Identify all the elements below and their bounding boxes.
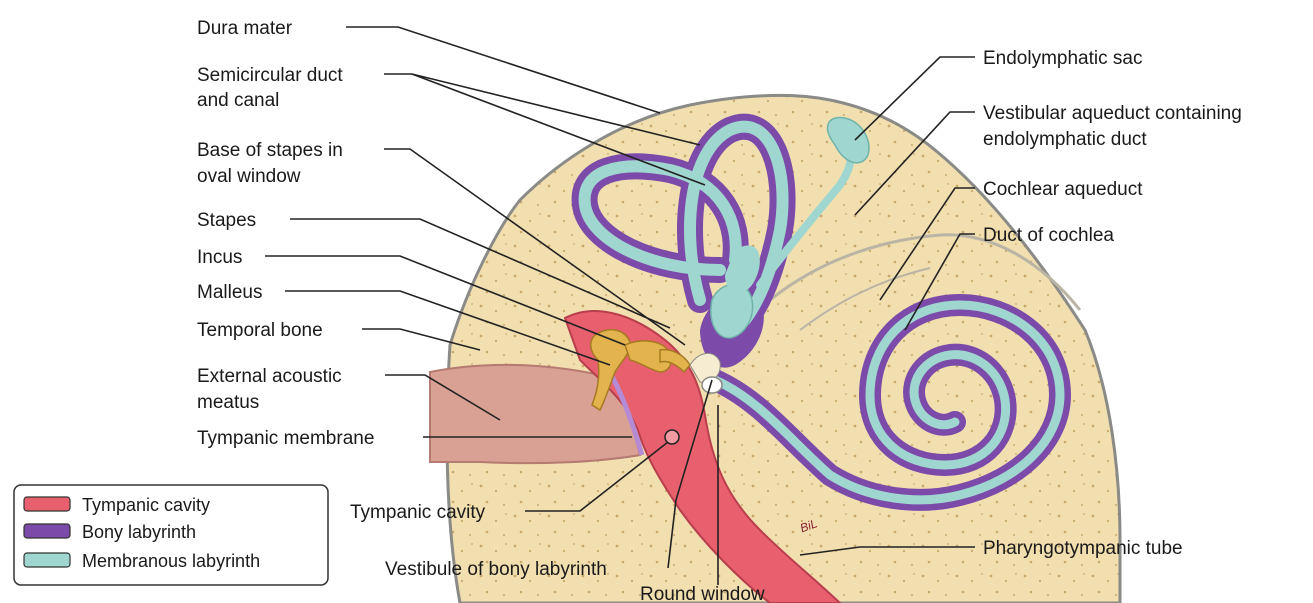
label-temporal-bone: Temporal bone: [197, 320, 323, 341]
label-endolymphatic-sac: Endolymphatic sac: [983, 48, 1142, 69]
label-round-window: Round window: [640, 584, 765, 603]
label-base-stapes-line1: Base of stapes in: [197, 140, 343, 161]
label-semicircular-line1: Semicircular duct: [197, 65, 343, 86]
legend-swatch-tympanic-cavity: [24, 497, 70, 511]
label-dura-mater: Dura mater: [197, 18, 293, 39]
label-external-meatus-line2: meatus: [197, 392, 259, 413]
label-vestibular-aqueduct-line1: Vestibular aqueduct containing: [983, 103, 1242, 124]
legend-swatch-membranous-labyrinth: [24, 553, 70, 567]
label-semicircular-line2: and canal: [197, 90, 279, 111]
legend-label-bony-labyrinth: Bony labyrinth: [82, 522, 196, 542]
label-tympanic-membrane: Tympanic membrane: [197, 428, 374, 449]
label-pharyngotympanic-tube: Pharyngotympanic tube: [983, 538, 1183, 559]
label-vestibular-aqueduct-line2: endolymphatic duct: [983, 129, 1147, 150]
round-window-shape: [702, 377, 722, 393]
label-duct-of-cochlea: Duct of cochlea: [983, 225, 1114, 246]
label-base-stapes-line2: oval window: [197, 166, 301, 187]
label-incus: Incus: [197, 247, 242, 268]
label-tympanic-cavity: Tympanic cavity: [350, 502, 486, 523]
legend-swatch-bony-labyrinth: [24, 524, 70, 538]
label-external-meatus-line1: External acoustic: [197, 366, 342, 387]
label-vestibule: Vestibule of bony labyrinth: [385, 559, 607, 580]
legend-label-membranous-labyrinth: Membranous labyrinth: [82, 551, 260, 571]
label-stapes: Stapes: [197, 210, 256, 231]
label-cochlear-aqueduct: Cochlear aqueduct: [983, 179, 1143, 200]
legend: Tympanic cavity Bony labyrinth Membranou…: [14, 485, 328, 585]
legend-label-tympanic-cavity: Tympanic cavity: [82, 495, 210, 515]
label-malleus: Malleus: [197, 282, 262, 303]
